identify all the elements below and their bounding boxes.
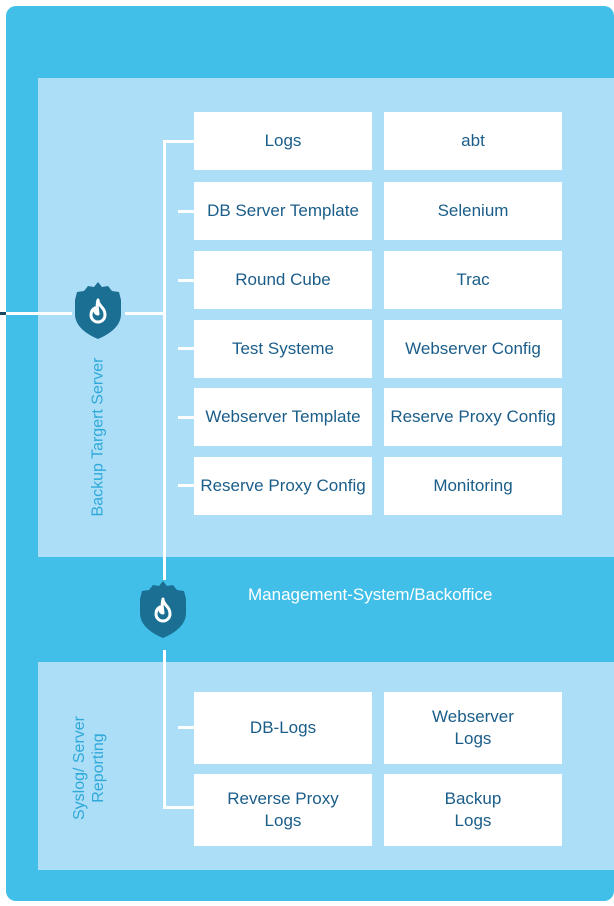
- bottom-tree-trunk-line: [163, 650, 166, 808]
- server-item-box: DB Server Template: [194, 182, 372, 240]
- backup-target-server-label: Backup Targert Server: [89, 357, 107, 517]
- management-system-label: Management-System/Backoffice: [248, 585, 493, 604]
- server-item-box: Selenium: [384, 182, 562, 240]
- server-item-box: Logs: [194, 112, 372, 170]
- branch-line: [178, 726, 194, 729]
- syslog-server-reporting-label: Syslog/ Server Reporting: [71, 715, 107, 821]
- server-item-box: Round Cube: [194, 251, 372, 309]
- branch-line: [178, 347, 194, 350]
- external-link-line: [0, 312, 8, 315]
- branch-line: [163, 806, 194, 809]
- log-item-box: Backup Logs: [384, 774, 562, 846]
- server-item-box: Monitoring: [384, 457, 562, 515]
- firewall-shield-icon: [75, 282, 121, 339]
- branch-line: [178, 210, 194, 213]
- firewall-shield-icon: [140, 581, 186, 638]
- log-item-box: Reverse Proxy Logs: [194, 774, 372, 846]
- server-item-box: Test Systeme: [194, 320, 372, 378]
- branch-line: [178, 416, 194, 419]
- top-tree-trunk-line: [163, 140, 166, 580]
- log-item-box: DB-Logs: [194, 692, 372, 764]
- server-item-box: Reserve Proxy Config: [194, 457, 372, 515]
- server-item-box: Webserver Template: [194, 388, 372, 446]
- branch-line: [178, 279, 194, 282]
- inbound-line: [6, 312, 72, 315]
- branch-line: [163, 140, 194, 143]
- log-item-box: Webserver Logs: [384, 692, 562, 764]
- shield-to-tree-line: [125, 312, 165, 315]
- branch-line: [178, 484, 194, 487]
- server-item-box: abt: [384, 112, 562, 170]
- server-item-box: Webserver Config: [384, 320, 562, 378]
- server-item-box: Reserve Proxy Config: [384, 388, 562, 446]
- server-item-box: Trac: [384, 251, 562, 309]
